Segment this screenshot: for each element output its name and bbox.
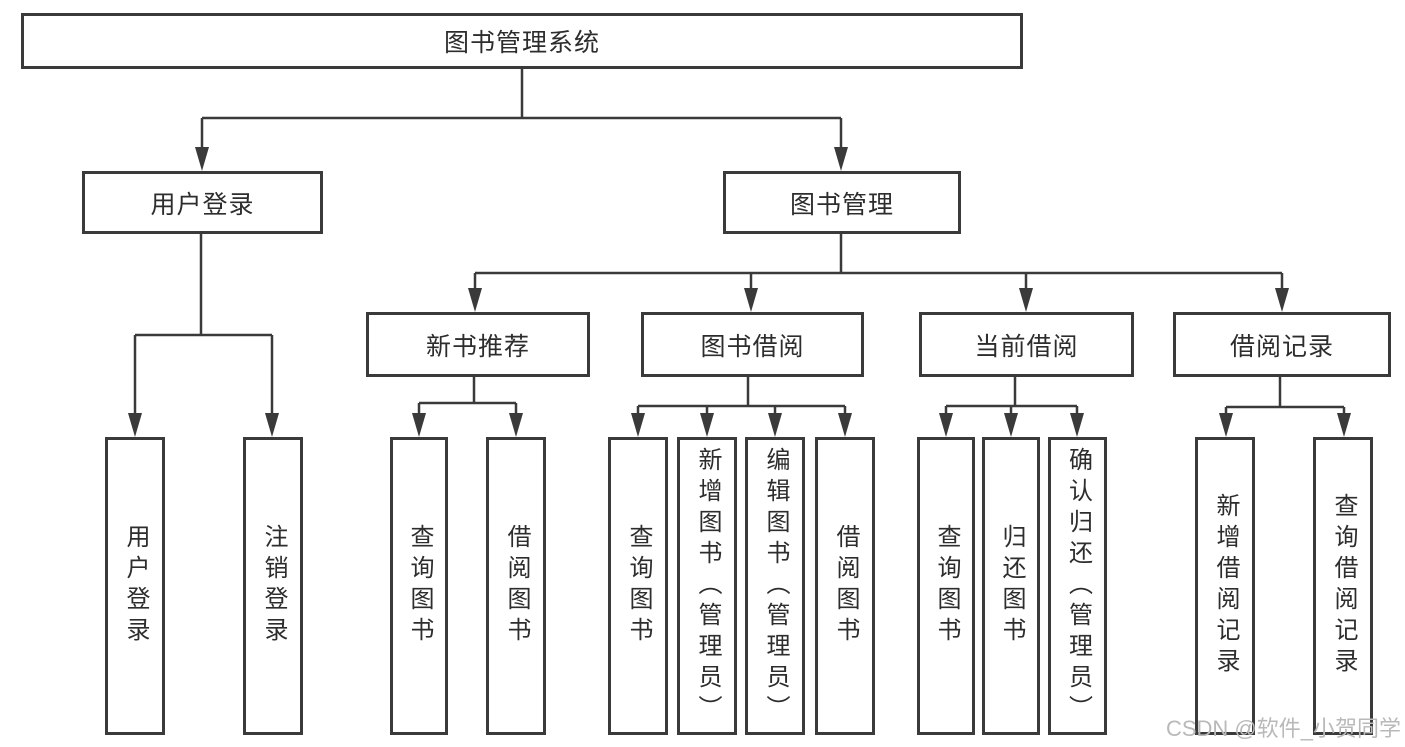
- arrowhead-icon: [834, 147, 848, 171]
- leaf-borrow-query-book: 查询图书: [608, 437, 668, 735]
- node-user-login: 用户登录: [82, 171, 323, 234]
- node-book-management: 图书管理: [723, 171, 961, 234]
- node-new-book-recommend: 新书推荐: [366, 312, 590, 377]
- arrowhead-icon: [1004, 413, 1018, 437]
- node-label: 新增借阅记录: [1212, 493, 1239, 679]
- csdn-watermark: CSDN @软件_小贺同学: [1165, 716, 1401, 741]
- connector-book-borrow-branch: [636, 377, 847, 416]
- connector-book-mgmt-branch: [473, 234, 1284, 291]
- leaf-records-add-record: 新增借阅记录: [1195, 437, 1255, 735]
- node-label: 借阅图书: [503, 524, 530, 648]
- node-label: 归还图书: [998, 524, 1025, 648]
- node-label: 新增图书（管理员）: [694, 446, 721, 726]
- arrowhead-icon: [1070, 413, 1084, 437]
- arrowhead-icon: [700, 413, 714, 437]
- node-label: 查询图书: [406, 524, 433, 648]
- node-current-borrow: 当前借阅: [919, 312, 1134, 377]
- connector-user-login-branch: [133, 234, 274, 416]
- node-label: 用户登录: [122, 524, 149, 648]
- node-label: 图书借阅: [700, 332, 805, 361]
- leaf-recommend-borrow-book: 借阅图书: [486, 437, 546, 735]
- leaf-borrow-add-book-admin: 新增图书（管理员）: [677, 437, 737, 735]
- arrowhead-icon: [128, 413, 142, 437]
- node-label: 用户登录: [150, 190, 255, 219]
- leaf-borrow-edit-book-admin: 编辑图书（管理员）: [745, 437, 805, 735]
- leaf-records-query-record: 查询借阅记录: [1313, 437, 1373, 735]
- connector-root-branch: [200, 69, 843, 150]
- arrowhead-icon: [412, 413, 426, 437]
- node-label: 当前借阅: [974, 332, 1079, 361]
- leaf-current-return-book: 归还图书: [982, 437, 1040, 735]
- arrowhead-icon: [838, 413, 852, 437]
- leaf-recommend-query-book: 查询图书: [390, 437, 448, 735]
- leaf-borrow-borrow-book: 借阅图书: [815, 437, 875, 735]
- connector-new-book-branch: [417, 377, 518, 416]
- arrowhead-icon: [631, 413, 645, 437]
- arrowhead-icon: [939, 413, 953, 437]
- leaf-current-confirm-return-admin: 确认归还（管理员）: [1048, 437, 1107, 735]
- node-label: 注销登录: [260, 524, 287, 648]
- node-label: 新书推荐: [425, 332, 530, 361]
- arrowhead-icon: [1337, 413, 1351, 437]
- leaf-user-login: 用户登录: [105, 437, 165, 735]
- arrowhead-icon: [265, 413, 279, 437]
- leaf-current-query-book: 查询图书: [917, 437, 975, 735]
- connector-current-borrow-branch: [944, 377, 1079, 416]
- node-borrow-records: 借阅记录: [1173, 312, 1391, 377]
- arrowhead-icon: [1219, 413, 1233, 437]
- node-label: 图书管理: [789, 190, 894, 219]
- node-label: 确认归还（管理员）: [1064, 446, 1092, 726]
- node-label: 编辑图书（管理员）: [762, 446, 789, 726]
- arrowhead-icon: [744, 288, 758, 312]
- node-label: 查询图书: [625, 524, 652, 648]
- node-label: 借阅记录: [1229, 332, 1334, 361]
- connector-borrow-records-branch: [1224, 377, 1346, 416]
- arrowhead-icon: [1019, 288, 1033, 312]
- node-label: 查询借阅记录: [1330, 493, 1357, 679]
- node-label: 查询图书: [933, 524, 960, 648]
- node-label: 借阅图书: [832, 524, 859, 648]
- arrowhead-icon: [468, 288, 482, 312]
- arrowhead-icon: [509, 413, 523, 437]
- arrowhead-icon: [195, 147, 209, 171]
- arrowhead-icon: [768, 413, 782, 437]
- node-book-borrow: 图书借阅: [641, 312, 864, 377]
- node-library-management-system: 图书管理系统: [21, 13, 1023, 69]
- node-label: 图书管理系统: [443, 29, 600, 57]
- leaf-logout: 注销登录: [243, 437, 303, 735]
- arrowhead-icon: [1275, 288, 1289, 312]
